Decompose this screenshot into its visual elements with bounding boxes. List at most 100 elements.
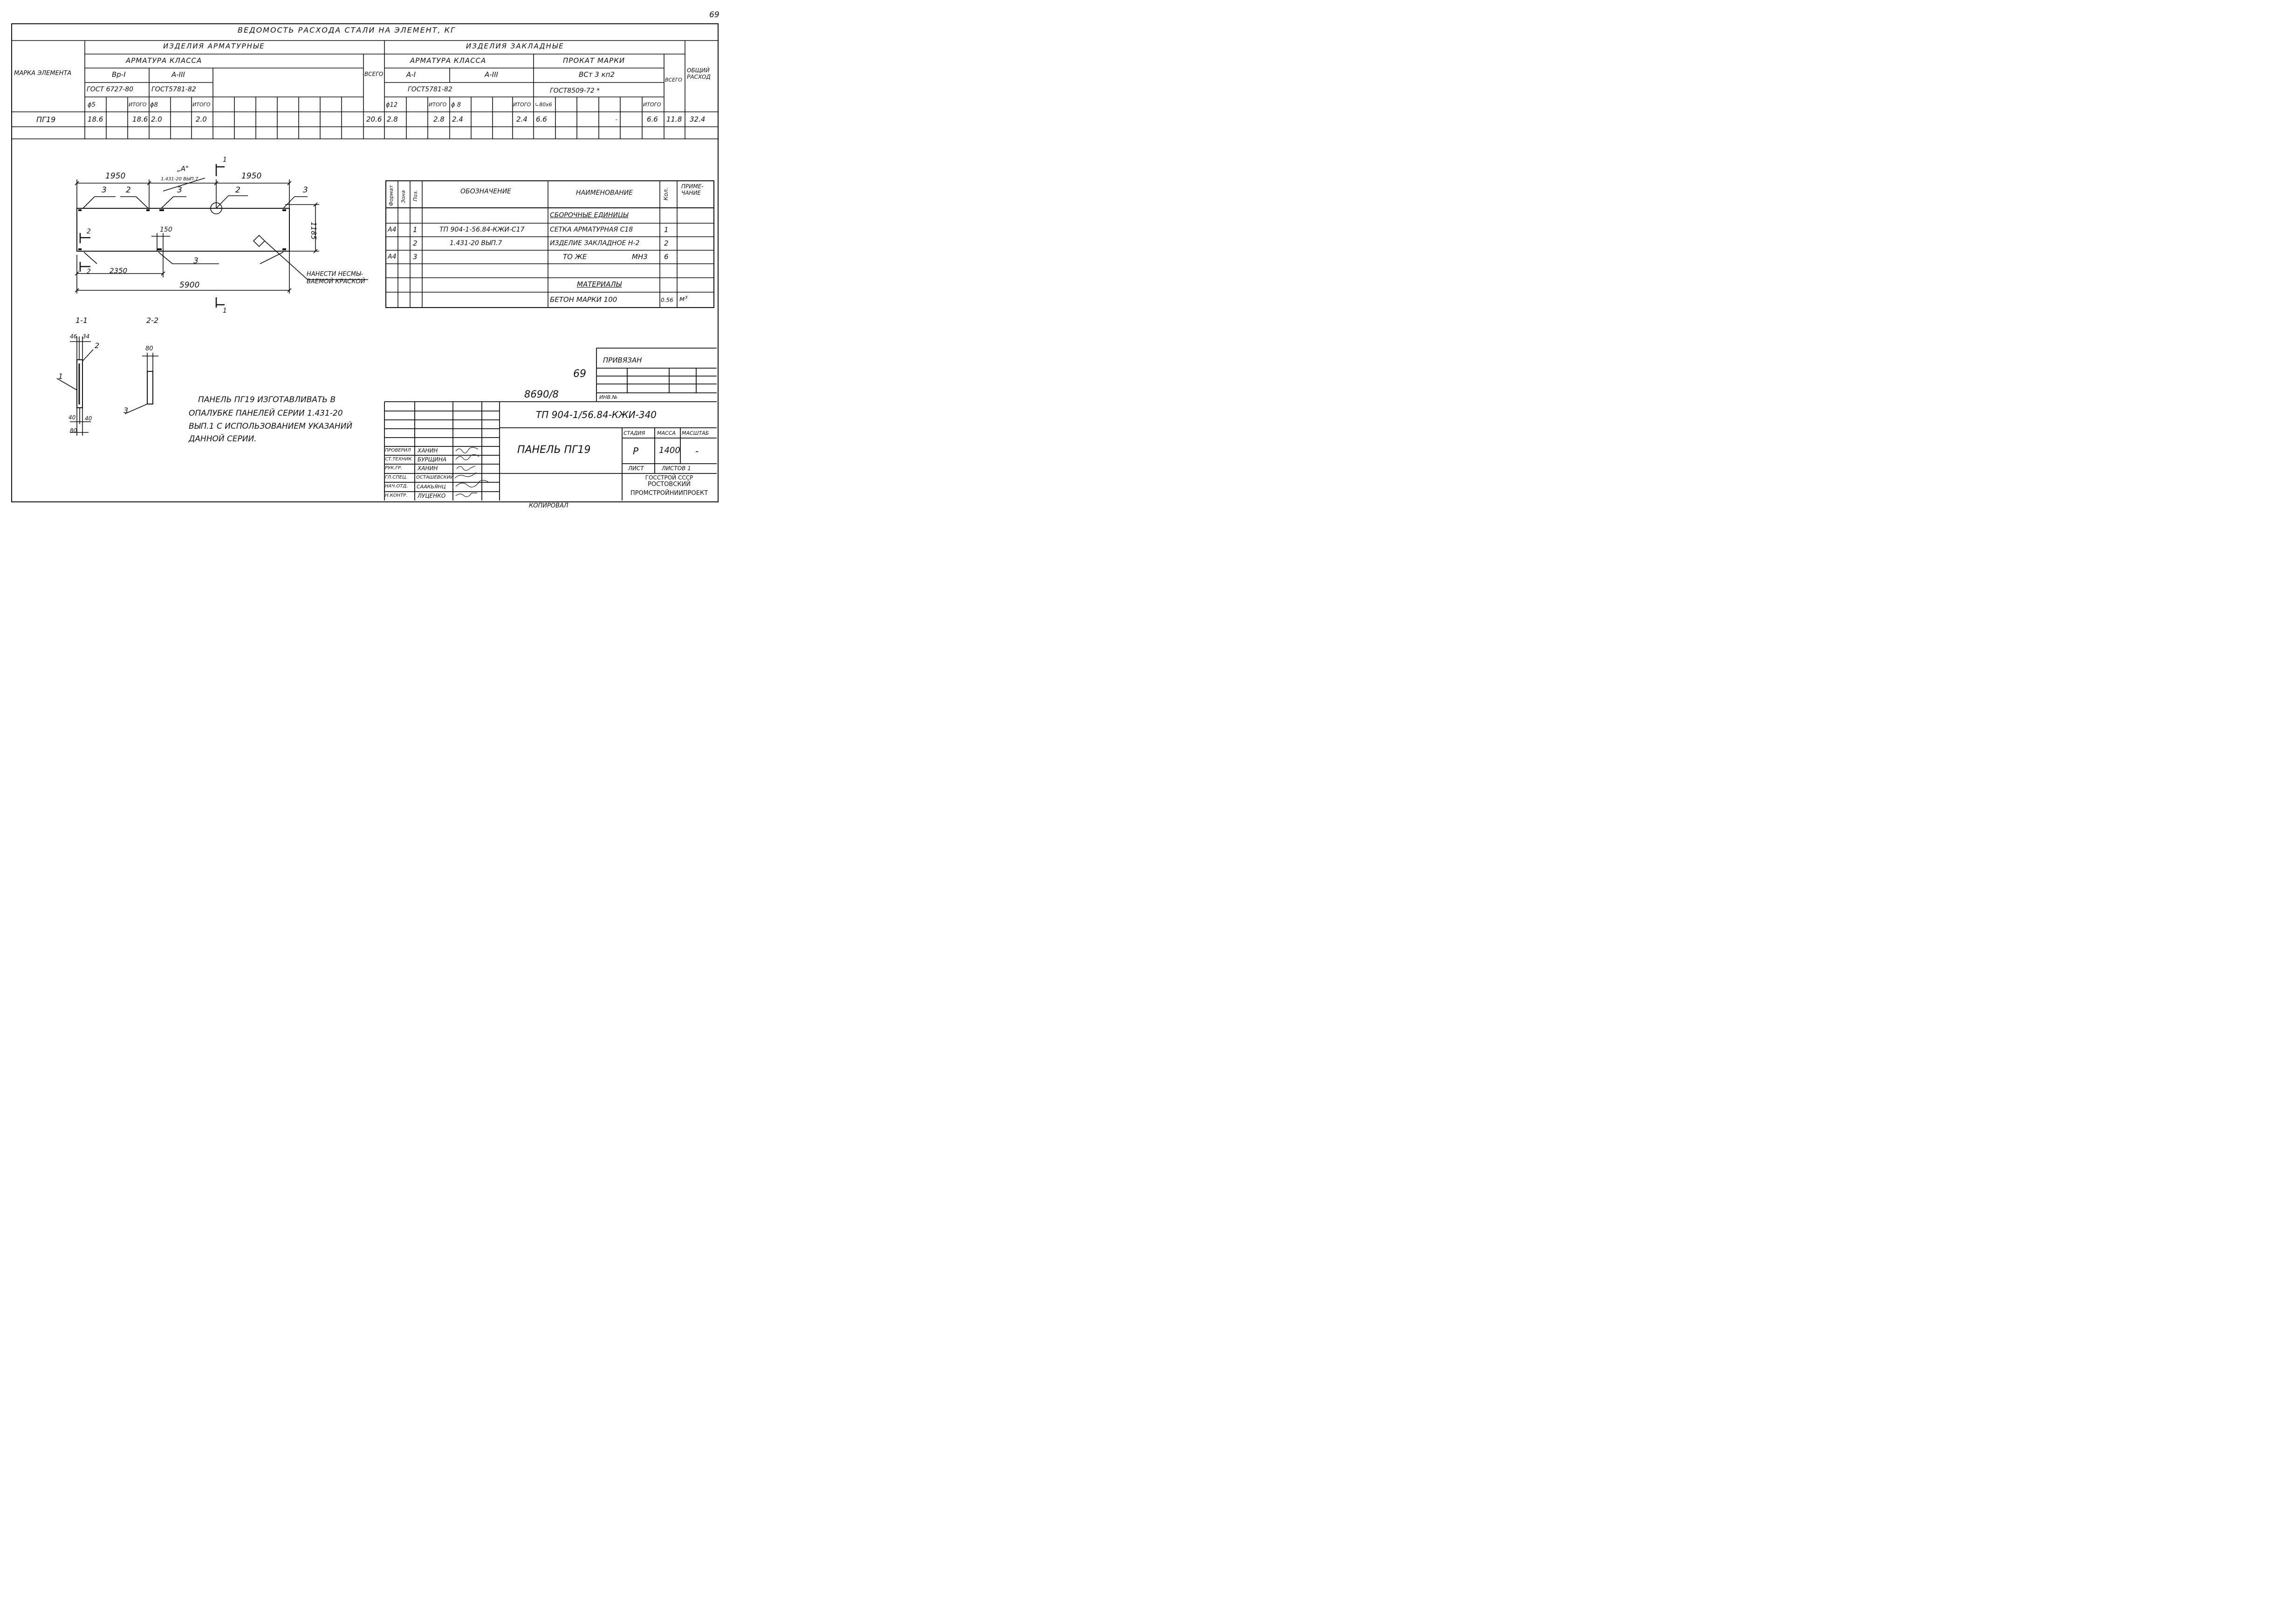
row-mark: ПГ19 — [36, 115, 56, 124]
spec-r1-pos: 1 — [413, 226, 418, 234]
cell-d8: 2.0 — [151, 115, 162, 123]
note-line-4: ДАННОЙ СЕРИИ. — [189, 434, 257, 444]
steel-table-title: ВЕДОМОСТЬ РАСХОДА СТАЛИ НА ЭЛЕМЕНТ, КГ — [238, 26, 456, 34]
spec-table-grid — [385, 180, 714, 308]
class-a1: А-I — [406, 70, 416, 79]
spec-r3-pos: 3 — [413, 253, 418, 261]
spec-r1-name: СЕТКА АРМАТУРНАЯ С18 — [550, 226, 633, 233]
spec-r2-designation: 1.431-20 ВЫП.7 — [450, 240, 502, 247]
stamp-name-3: ХАНИН — [418, 465, 438, 472]
callout-3d: 3 — [193, 256, 199, 266]
spec-section-assembly: СБОРОЧНЫЕ ЕДИНИЦЫ — [550, 212, 629, 219]
spec-r1-qty: 1 — [664, 226, 669, 234]
spec-r3-format: А4 — [388, 253, 397, 260]
callout-3b: 3 — [177, 185, 182, 195]
stamp-privyazan: ПРИВЯЗАН — [603, 356, 642, 364]
spec-r1-format: А4 — [388, 226, 397, 233]
dim-1950-right: 1950 — [241, 171, 262, 181]
stamp-listov: ЛИСТОВ 1 — [662, 465, 691, 472]
stamp-massa-header: МАССА — [657, 430, 676, 436]
dim-40b: 40 — [85, 415, 92, 422]
total-header: ВСЕГО — [364, 71, 384, 77]
dim-1950-left: 1950 — [105, 171, 126, 181]
embed-class-header: АРМАТУРА КЛАССА — [410, 56, 486, 65]
d5-header: ϕ5 — [88, 102, 96, 109]
spec-h-note: ПРИМЕ-ЧАНИЕ — [681, 183, 704, 196]
reinf-class-header: АРМАТУРА КЛАССА — [126, 56, 202, 65]
callout-2a: 2 — [126, 185, 131, 195]
steel-grade: ВСт 3 кп2 — [579, 70, 615, 79]
cell-itogo2: 2.0 — [196, 115, 207, 123]
stamp-stadia-value: Р — [633, 445, 639, 457]
stamp-org-1: ГОССТРОЙ СССР — [645, 474, 693, 481]
cell-d5: 18.6 — [88, 115, 103, 123]
node-ref-label: 1.431-20 ВЫП.7 — [161, 177, 199, 182]
stamp-title: ПАНЕЛЬ ПГ19 — [517, 444, 591, 456]
stamp-role-5: НАЧ.ОТД. — [385, 484, 408, 489]
section-callout-1: 1 — [58, 372, 63, 381]
stamp-num-69: 69 — [573, 368, 586, 380]
spec-r4-qty: 0.56 — [661, 297, 673, 303]
spec-section-materials: МАТЕРИАЛЫ — [577, 280, 622, 288]
callout-3c: 3 — [303, 185, 308, 195]
dim-80a: 80 — [70, 427, 77, 434]
cell-itogo4: 2.4 — [516, 115, 528, 123]
node-a-label: „А" — [177, 164, 189, 173]
title-block-grid — [384, 348, 717, 500]
page-number: 69 — [709, 10, 719, 20]
gost-6727: ГОСТ 6727-80 — [87, 86, 134, 93]
stamp-role-3: РУК.ГР. — [385, 466, 403, 471]
section-2-2-label: 2-2 — [146, 316, 159, 325]
stamp-role-4: ГЛ.СПЕЦ. — [385, 475, 408, 480]
stamp-doc-code: ТП 904-1/56.84-КЖИ-340 — [536, 409, 657, 420]
stamp-massa-value: 1400 — [659, 445, 680, 455]
note-line-1: ПАНЕЛЬ ПГ19 ИЗГОТАВЛИВАТЬ В — [198, 395, 336, 404]
cell-itogo1: 18.6 — [132, 115, 148, 123]
spec-r2-pos: 2 — [413, 239, 418, 247]
d8-header: ϕ8 — [150, 102, 158, 109]
copied-by: КОПИРОВАЛ — [529, 502, 569, 509]
cut-1-bottom: 1 — [223, 307, 227, 315]
cell-grand-total: 32.4 — [690, 115, 706, 123]
stamp-num-8690: 8690/8 — [524, 389, 559, 400]
stamp-masshtab-value: - — [695, 445, 699, 457]
spec-r2-qty: 2 — [664, 239, 669, 247]
spec-h-name: НАИМЕНОВАНИЕ — [576, 189, 633, 197]
gost-8509: ГОСТ8509-72 * — [550, 87, 600, 95]
dim-5900: 5900 — [179, 281, 200, 290]
section-callout-3: 3 — [123, 406, 129, 415]
stamp-role-2: СТ.ТЕХНИК — [385, 457, 412, 462]
total2-header: ВСЕГО — [665, 77, 682, 83]
stamp-role-1: ПРОВЕРИЛ — [385, 448, 411, 453]
dim-80b: 80 — [145, 345, 153, 352]
stamp-org-3: ПРОМСТРОЙНИИПРОЕКТ — [630, 490, 708, 497]
cell-total2: 11.8 — [666, 115, 682, 123]
itogo4-header: ИТОГО — [513, 102, 531, 108]
signatures — [454, 447, 490, 497]
class-a3b: А-III — [485, 70, 498, 79]
itogo1-header: ИТОГО — [129, 102, 147, 108]
cell-d12: 2.8 — [387, 115, 398, 123]
spec-r2-name: ИЗДЕЛИЕ ЗАКЛАДНОЕ Н-2 — [550, 240, 640, 247]
stamp-name-2: БУРЩИНА — [418, 456, 447, 463]
stamp-name-6: ЛУЦЕНКО — [418, 493, 446, 499]
spec-r3-name2: МН3 — [632, 253, 648, 261]
rolled-grade-header: ПРОКАТ МАРКИ — [563, 56, 625, 65]
col-mark-header: МАРКА ЭЛЕМЕНТА — [14, 70, 72, 77]
stamp-org-2: РОСТОВСКИЙ — [648, 481, 691, 488]
section-callout-2: 2 — [95, 341, 100, 350]
mark-a: А — [257, 237, 260, 242]
dim-46: 46 — [70, 333, 77, 340]
itogo5-header: ИТОГО — [643, 102, 661, 108]
cut-1-top: 1 — [223, 156, 227, 164]
callout-3a: 3 — [102, 185, 107, 195]
cell-itogo3: 2.8 — [433, 115, 445, 123]
d8b-header: ϕ 8 — [451, 102, 461, 109]
panel-drawing — [75, 164, 368, 308]
note-line-3: ВЫП.1 С ИСПОЛЬЗОВАНИЕМ УКАЗАНИЙ — [189, 422, 353, 431]
itogo2-header: ИТОГО — [192, 102, 211, 108]
note-paint: НАНЕСТИ НЕСМЫ- ВАЕМОЙ КРАСКОЙ — [307, 271, 365, 285]
group-embed-header: ИЗДЕЛИЯ ЗАКЛАДНЫЕ — [466, 42, 564, 50]
stamp-inv-no: ИНВ.№ — [599, 394, 617, 400]
section-drawings — [56, 336, 158, 436]
